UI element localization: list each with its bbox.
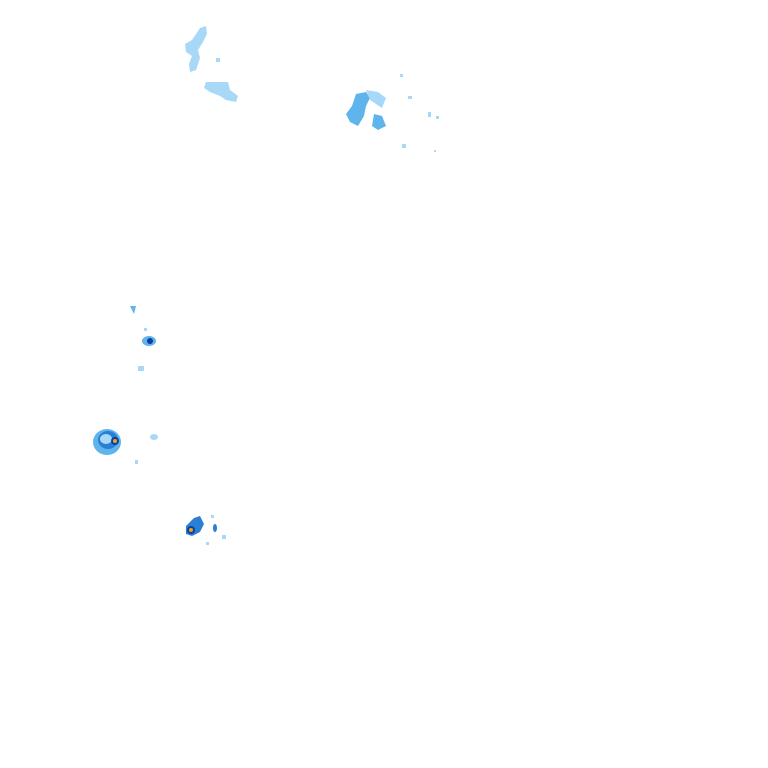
precip-speck [135, 460, 138, 464]
precip-core [147, 338, 153, 344]
precip-cell-nw [185, 26, 238, 102]
precip-blob [346, 92, 370, 126]
precip-speck [222, 535, 226, 539]
precip-cell-nc [346, 74, 439, 152]
precip-core [113, 439, 117, 443]
precip-blob [100, 434, 112, 444]
precip-speck [434, 150, 436, 152]
precip-speck [436, 116, 439, 119]
precip-cell-w-storm [93, 429, 158, 464]
precip-speck [206, 542, 209, 545]
precip-blob [366, 90, 386, 108]
precip-speck [216, 58, 220, 62]
precip-speck [428, 112, 431, 117]
precip-blob [372, 114, 386, 130]
precip-cell-sw-storm [186, 515, 226, 545]
precip-speck [400, 74, 403, 77]
precip-speck [211, 515, 214, 518]
precip-blob [204, 82, 238, 102]
precip-speck [408, 96, 412, 99]
precip-speck [144, 328, 147, 331]
precip-speck [402, 144, 406, 148]
precip-blob [130, 306, 136, 314]
precip-core [189, 528, 193, 532]
precip-blob [150, 434, 158, 440]
precip-cell-w-small [130, 306, 156, 371]
precip-blob [213, 524, 217, 532]
precip-blob [185, 26, 207, 72]
precip-speck [138, 366, 144, 371]
